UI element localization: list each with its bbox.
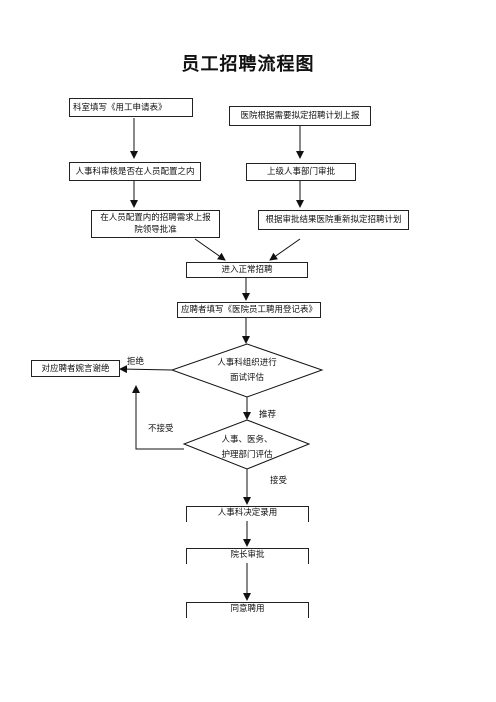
- node-replan: 根据审批结果医院重新拟定招聘计划: [258, 210, 409, 230]
- within-config-line2: 院领导批准: [134, 225, 177, 235]
- node-agree-hire: 同意聘用: [186, 602, 309, 618]
- dept-eval-line1: 人事、医务、: [221, 435, 273, 445]
- label-accept: 接受: [270, 476, 288, 486]
- interview-line1: 人事科组织进行: [217, 358, 277, 368]
- label-recommend: 推荐: [259, 410, 277, 420]
- node-decline: 对应聘者婉言谢绝: [31, 360, 120, 377]
- interview-line2: 面试评估: [229, 373, 264, 383]
- arrow-interview-to-decline: [119, 365, 173, 374]
- node-enter-recruit: 进入正常招聘: [186, 262, 308, 278]
- dept-eval-line2: 护理部门评估: [221, 450, 273, 460]
- node-applicant-form: 应聘者填写《医院员工聘用登记表》: [177, 302, 321, 318]
- node-hr-check: 人事科审核是否在人员配置之内: [69, 162, 201, 181]
- arrow-within-to-enter: [194, 238, 226, 261]
- within-config-line1: 在人员配置内的招聘需求上报: [100, 213, 211, 223]
- node-interview: 人事科组织进行 面试评估: [197, 356, 297, 386]
- page-title: 员工招聘流程图: [181, 54, 315, 75]
- node-superior-approve: 上级人事部门审批: [246, 163, 356, 181]
- arrow-replan-to-enter: [269, 238, 301, 261]
- arrow-eval-reject-loop: [132, 385, 184, 450]
- node-hr-decide: 人事科决定录用: [186, 506, 309, 522]
- node-dept-form: 科室填写《用工申请表》: [69, 98, 193, 117]
- node-president-approve: 院长审批: [186, 548, 309, 564]
- node-within-config: 在人员配置内的招聘需求上报 院领导批准: [91, 210, 220, 238]
- node-dept-eval: 人事、医务、 护理部门评估: [207, 433, 287, 463]
- label-not-accept: 不接受: [148, 424, 174, 434]
- label-reject: 拒绝: [127, 357, 145, 367]
- node-hospital-plan: 医院根据需要拟定招聘计划上报: [229, 106, 371, 126]
